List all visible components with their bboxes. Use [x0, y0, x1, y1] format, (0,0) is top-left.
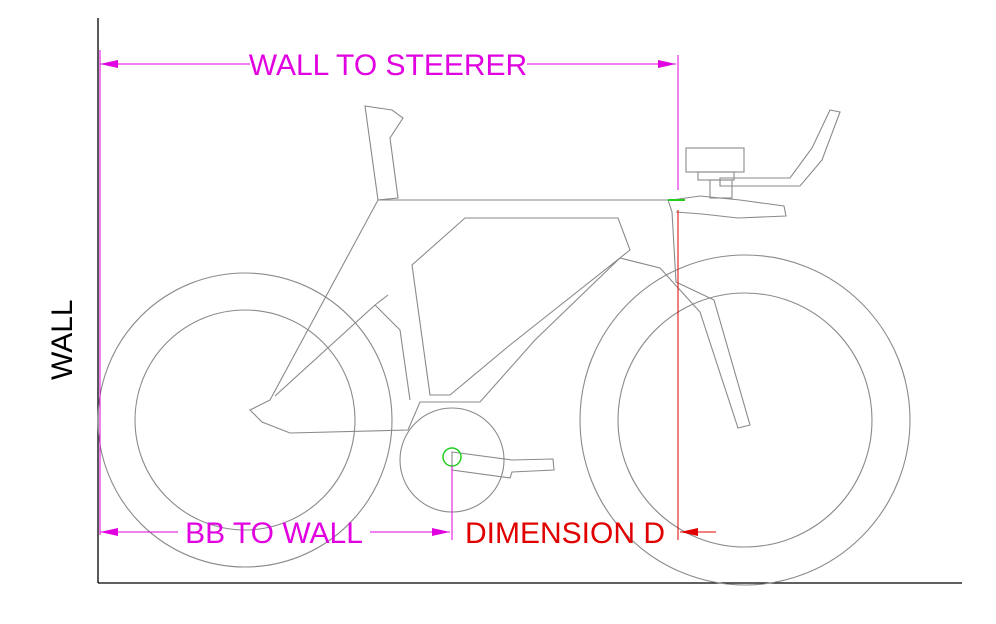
rear-wheel-tire — [97, 272, 393, 568]
dimension-d — [677, 210, 716, 540]
aero-extension — [719, 109, 841, 187]
wall-to-steerer-label: WALL TO STEERER — [249, 49, 527, 82]
crank-arm — [451, 451, 555, 479]
wall-to-steerer-arrow-left — [100, 60, 118, 68]
bb-to-wall-label: BB TO WALL — [185, 517, 363, 550]
stem-cap — [685, 147, 745, 173]
bb-to-wall-arrow-right — [432, 528, 450, 536]
wall-to-steerer-arrow-right — [658, 60, 676, 68]
bicycle-drawing — [97, 105, 911, 586]
wall-label: WALL — [46, 299, 79, 380]
dimension-d-label: DIMENSION D — [465, 517, 665, 550]
stem-body — [709, 179, 733, 199]
bb-to-wall-dimension — [100, 466, 453, 540]
base-bar — [671, 195, 787, 219]
rear-wheel-rim — [134, 309, 356, 531]
seat-stay — [274, 304, 411, 401]
seat-post — [364, 105, 404, 201]
bb-to-wall-arrow-left — [100, 528, 118, 536]
front-wheel-tire — [579, 254, 911, 586]
frame-outline — [249, 199, 751, 434]
frame-cutout — [411, 217, 631, 396]
front-wheel-rim — [617, 292, 873, 548]
seat-stay-edge — [374, 294, 389, 306]
stem-spacer — [697, 171, 735, 181]
wall-to-steerer-dimension — [99, 50, 679, 535]
dimension-d-arrow-right — [680, 528, 698, 536]
